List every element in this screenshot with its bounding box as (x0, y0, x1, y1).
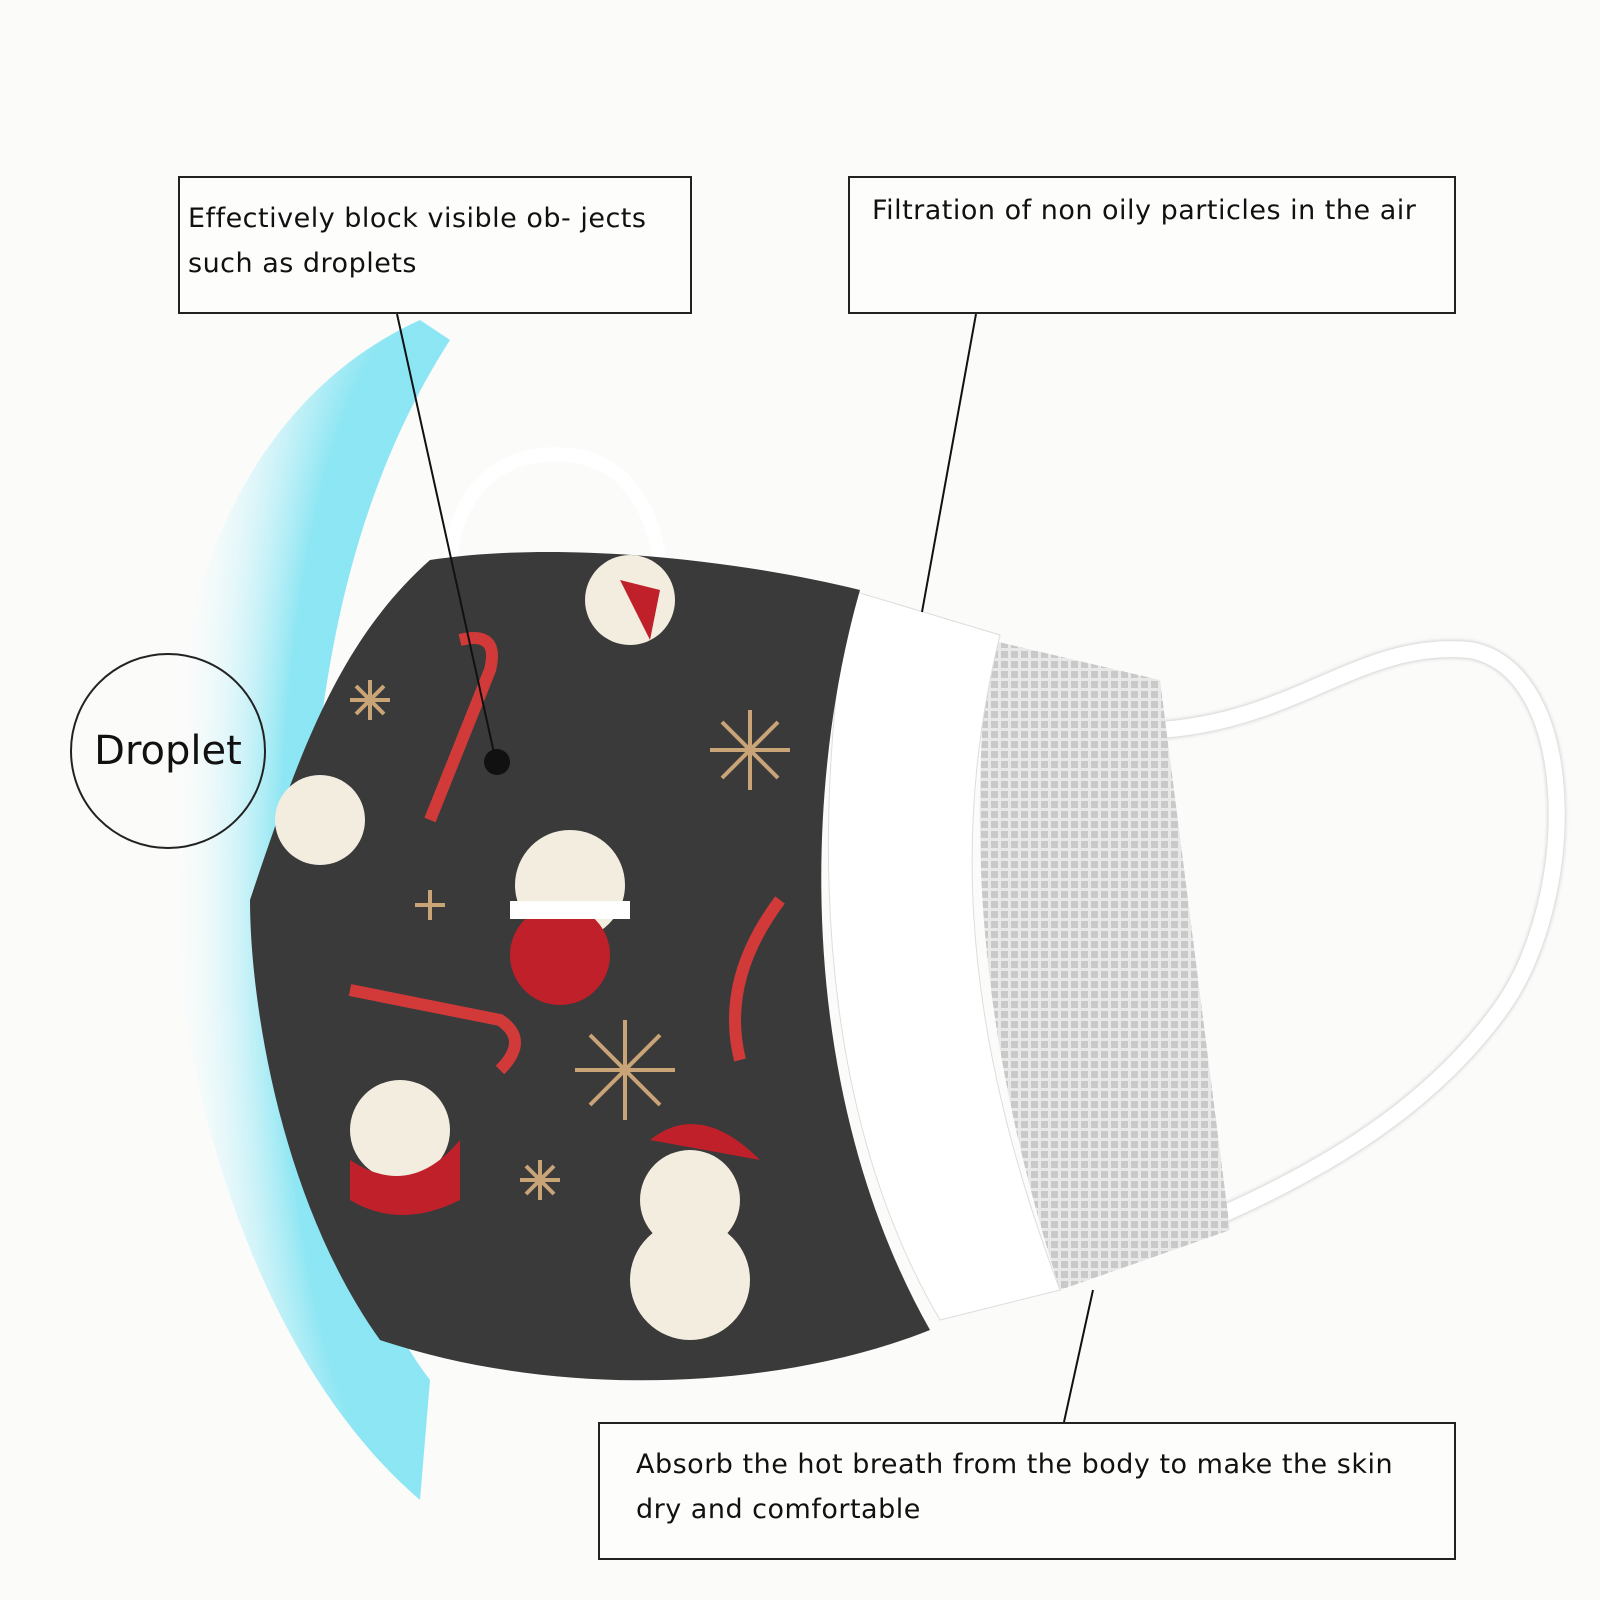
inner-layer (979, 640, 1230, 1290)
leader-line-outer (396, 313, 497, 763)
ear-loop-right (1159, 641, 1565, 1228)
middle-layer (827, 589, 1061, 1321)
leader-line-inner (1063, 1289, 1094, 1423)
leader-line-middle (921, 313, 977, 613)
print-pattern (275, 555, 790, 1340)
leader-dot (484, 749, 510, 775)
droplet-label: Droplet (70, 653, 266, 849)
callout-outer-layer: Effectively block visible ob- jects such… (178, 176, 692, 314)
ear-loop-top (443, 447, 667, 562)
callout-middle-layer: Filtration of non oily particles in the … (848, 176, 1456, 314)
callout-inner-layer: Absorb the hot breath from the body to m… (598, 1422, 1456, 1560)
